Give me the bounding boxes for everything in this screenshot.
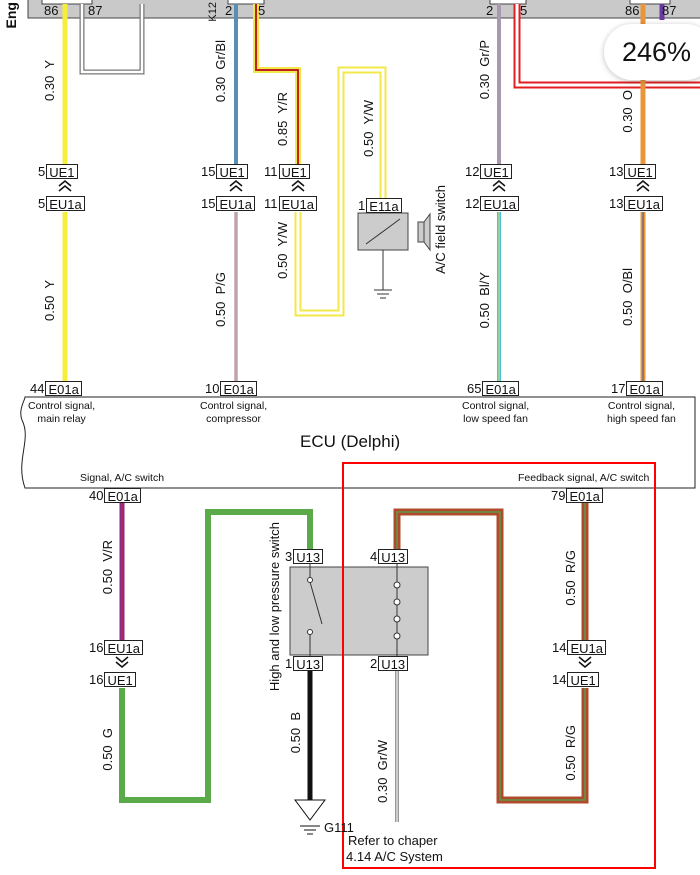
wire-label: 0.85 Y/R xyxy=(275,92,290,146)
ecu-pin-label: Control signal, main relay xyxy=(28,400,96,425)
zoom-indicator: 246% xyxy=(604,24,700,80)
wire-label: 0.50 R/G xyxy=(563,550,578,606)
ac-field-switch xyxy=(357,212,431,299)
ecu-pin-label: Feedback signal, A/C switch xyxy=(518,472,650,484)
wire-y-r xyxy=(255,4,299,165)
note-line-1: Refer to chaper xyxy=(348,833,438,848)
ground-symbol xyxy=(294,799,326,835)
ecu-pin-label: Control signal, low speed fan xyxy=(462,400,530,425)
ecu-pin-label: Signal, A/C switch xyxy=(80,472,165,484)
wire-label: 0.30 Gr/Bl xyxy=(213,40,228,103)
engine-relay-box xyxy=(27,0,700,19)
wire-label: 0.30 O xyxy=(620,90,635,133)
pressure-switch-box xyxy=(289,556,429,663)
wire-label: 0.30 Gr/W xyxy=(375,740,390,803)
pin-label: 87 xyxy=(662,3,677,18)
wire-label: 0.30 Y xyxy=(42,60,57,101)
wire-label: 0.50 G xyxy=(100,728,115,771)
pin-label: 5 xyxy=(258,3,266,18)
wire-y-w xyxy=(296,68,385,315)
pin-label: 86 xyxy=(625,3,640,18)
ground-label: G111 xyxy=(324,820,354,835)
wire-label: 0.30 Gr/P xyxy=(477,40,492,100)
wire-label: 0.50 O/Bl xyxy=(620,268,635,326)
wire-label: 0.50 V/R xyxy=(100,540,115,595)
wire-label: 0.50 Y/W xyxy=(275,222,290,279)
wire-label: 0.50 P/G xyxy=(213,272,228,327)
note-line-2: 4.14 A/C System xyxy=(346,849,443,864)
ecu-title: ECU (Delphi) xyxy=(300,432,401,451)
wire-label: 0.50 R/G xyxy=(563,725,578,781)
ecu-pin-label: Control signal, compressor xyxy=(200,400,268,425)
pin-label: 5 xyxy=(520,3,528,18)
ecu-pin-label: Control signal, high speed fan xyxy=(607,400,676,425)
ecu-box xyxy=(20,396,696,489)
pin-label: 2 xyxy=(225,3,233,18)
wire-label: 0.50 Y xyxy=(42,280,57,321)
pressure-switch-label: High and low pressure switch xyxy=(267,522,282,692)
highlight-rectangle xyxy=(342,462,656,869)
pin-label: K12 xyxy=(207,2,219,22)
field-switch-label: A/C field switch xyxy=(433,185,448,274)
wire-label: 0.50 B xyxy=(288,712,303,754)
wire-label: 0.50 Y/W xyxy=(361,100,376,157)
pin-label: 87 xyxy=(88,3,103,18)
wire-label: 0.50 Bl/Y xyxy=(477,272,492,329)
engine-label: Eng xyxy=(3,2,19,29)
pin-label: 2 xyxy=(486,3,494,18)
pin-label: 86 xyxy=(44,3,59,18)
